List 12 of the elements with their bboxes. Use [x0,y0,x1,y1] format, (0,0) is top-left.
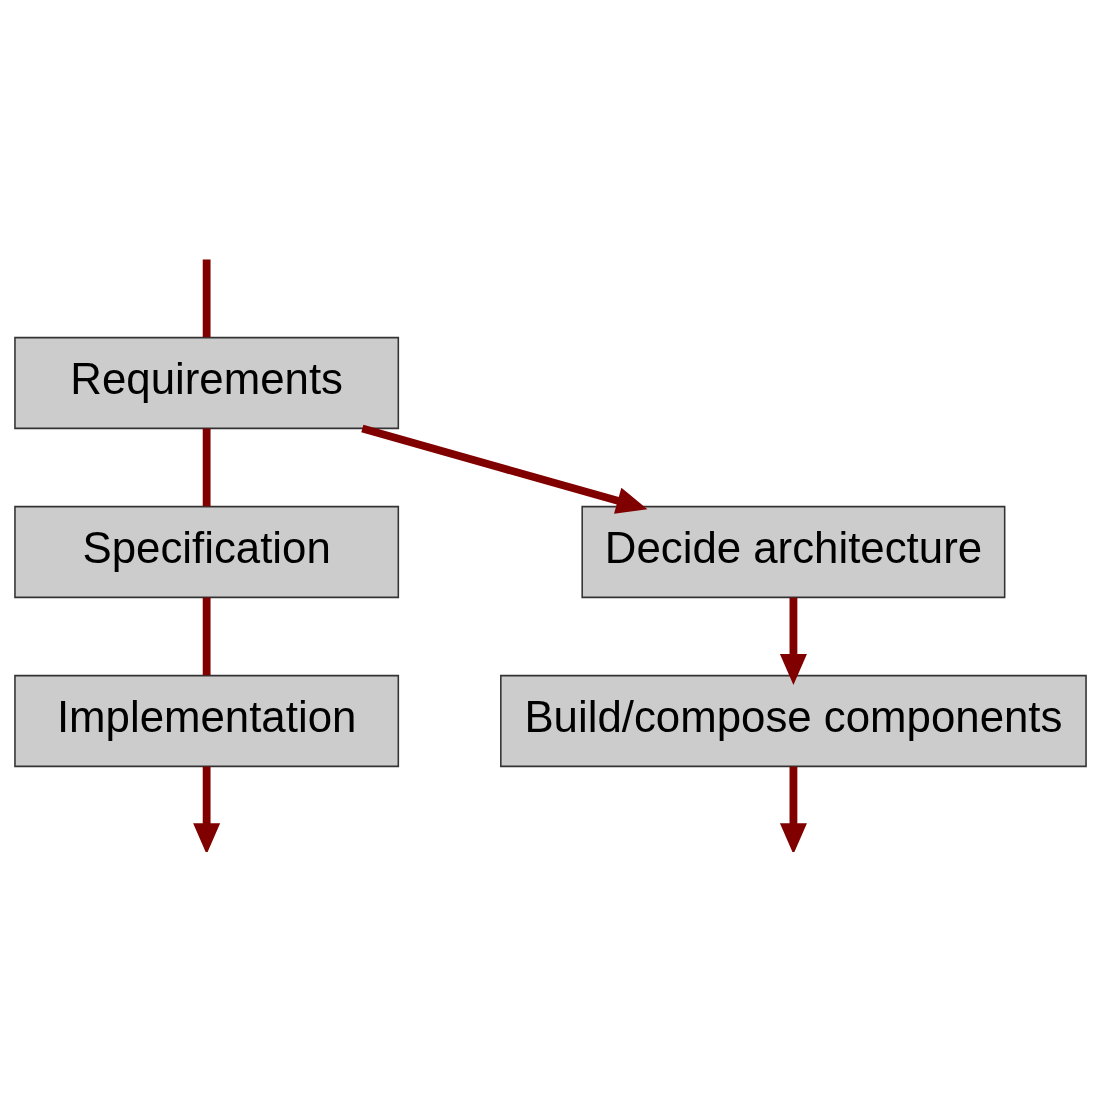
node-box: Specification [14,505,400,598]
node-box: Build/compose components [500,674,1087,767]
node-box: Decide architecture [581,505,1006,598]
connector [202,597,211,675]
node-box: Requirements [14,336,400,429]
node-box: Implementation [14,674,400,767]
arrow [193,766,221,852]
arrow [779,597,807,685]
arrow [361,424,648,514]
arrow [779,766,807,852]
connector [202,428,211,506]
connector [202,259,211,337]
